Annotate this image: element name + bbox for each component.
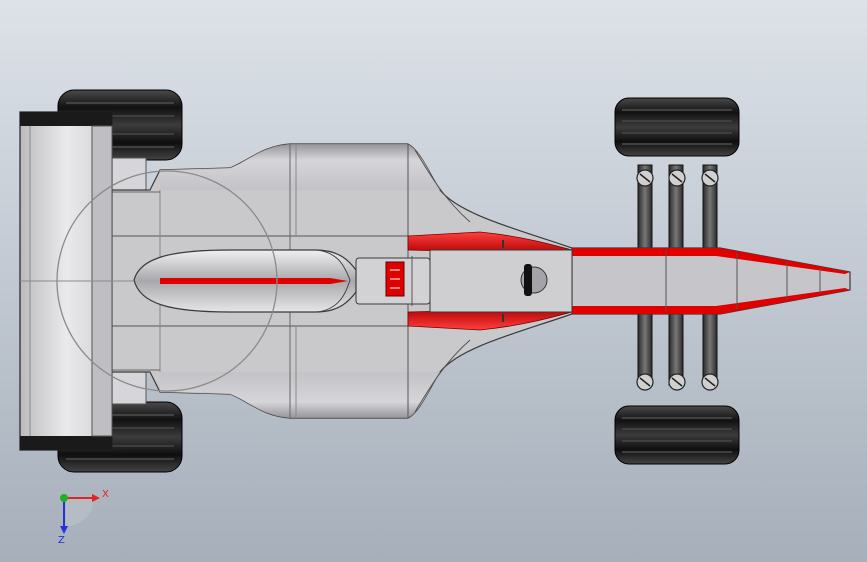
engine-cover (133, 249, 357, 313)
front-left-tire (614, 97, 740, 157)
x-axis-label: X (102, 489, 109, 500)
front-suspension (637, 164, 718, 386)
suspension-bolts (636, 169, 719, 391)
red-stripes (407, 231, 573, 331)
axis-triad: X Z (58, 489, 109, 546)
z-axis-label: Z (58, 535, 65, 546)
front-right-tire (614, 405, 740, 465)
nose-cone (571, 247, 851, 315)
sketch-reference (20, 170, 278, 392)
y-axis-dot (60, 494, 68, 502)
